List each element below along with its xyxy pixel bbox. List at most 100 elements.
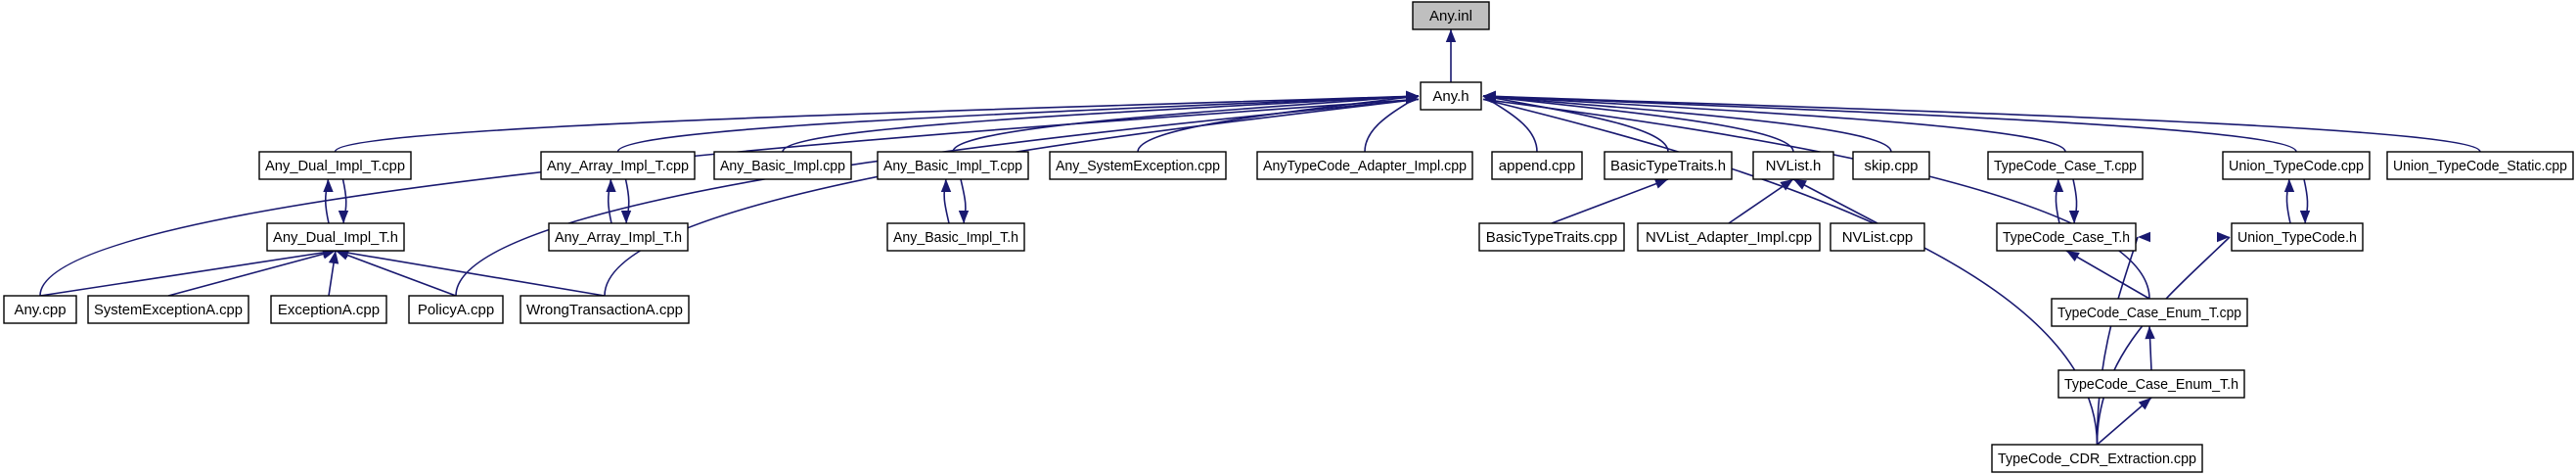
node-any_systemexception_cpp[interactable]: Any_SystemException.cpp [1049, 151, 1227, 180]
node-any_array_impl_t_h[interactable]: Any_Array_Impl_T.h [548, 222, 689, 252]
node-box-basictypetraits_h[interactable] [1604, 151, 1733, 180]
node-anytypecode_adapter_impl_cpp[interactable]: AnyTypeCode_Adapter_Impl.cpp [1256, 151, 1473, 180]
node-typecode_case_t_h[interactable]: TypeCode_Case_T.h [1996, 222, 2137, 252]
node-exceptiona_cpp[interactable]: ExceptionA.cpp [270, 295, 387, 324]
node-label-any_array_impl_t_h: Any_Array_Impl_T.h [555, 229, 682, 246]
node-box-any_h[interactable] [1420, 81, 1482, 111]
node-basictypetraits_h[interactable]: BasicTypeTraits.h [1604, 151, 1733, 180]
node-nvlist_cpp[interactable]: NVList.cpp [1830, 222, 1925, 252]
node-label-any_h: Any.h [1432, 88, 1469, 105]
node-any_array_impl_t_cpp[interactable]: Any_Array_Impl_T.cpp [540, 151, 696, 180]
edge-any_basic_impl_t_cpp-to-any_basic_impl_t_h-arrowhead [958, 211, 970, 223]
node-box-nvlist_adapter_impl_cpp[interactable] [1637, 222, 1821, 252]
node-box-append_cpp[interactable] [1491, 151, 1583, 180]
node-label-nvlist_h: NVList.h [1766, 158, 1822, 174]
edge-systemexceptiona_cpp-to-any_dual_impl_t_h-arrowhead [322, 249, 336, 260]
node-label-typecode_case_t_cpp: TypeCode_Case_T.cpp [1994, 158, 2137, 174]
node-append_cpp[interactable]: append.cpp [1491, 151, 1583, 180]
node-box-union_typecode_static_cpp[interactable] [2386, 151, 2574, 180]
node-box-wrongtransactiona_cpp[interactable] [520, 295, 690, 324]
node-any_cpp[interactable]: Any.cpp [3, 295, 77, 324]
node-label-systemexceptiona_cpp: SystemExceptionA.cpp [94, 302, 243, 318]
edge-nvlist_h-to-any_h [1482, 95, 1794, 153]
node-box-exceptiona_cpp[interactable] [270, 295, 387, 324]
node-box-anytypecode_adapter_impl_cpp[interactable] [1256, 151, 1473, 180]
node-box-any_array_impl_t_cpp[interactable] [540, 151, 696, 180]
edge-typecode_cdr_extraction_cpp-to-union_typecode_h-arrowhead [2217, 231, 2230, 243]
node-label-append_cpp: append.cpp [1499, 158, 1575, 174]
node-any_inl[interactable]: Any.inl [1412, 1, 1490, 30]
node-label-union_typecode_h: Union_TypeCode.h [2237, 229, 2357, 246]
edge-any_dual_impl_t_cpp-to-any_h [334, 95, 1420, 153]
node-any_basic_impl_cpp[interactable]: Any_Basic_Impl.cpp [713, 151, 852, 180]
edge-typecode_cdr_extraction_cpp-to-typecode_case_enum_t_h-arrowhead [2138, 398, 2151, 410]
node-box-any_dual_impl_t_h[interactable] [266, 222, 405, 252]
node-box-any_cpp[interactable] [3, 295, 77, 324]
node-label-any_basic_impl_t_h: Any_Basic_Impl_T.h [893, 229, 1018, 246]
node-box-union_typecode_cpp[interactable] [2222, 151, 2371, 180]
node-label-exceptiona_cpp: ExceptionA.cpp [278, 302, 380, 318]
edge-typecode_cdr_extraction_cpp-to-typecode_case_t_h [2096, 236, 2139, 446]
edge-typecode_case_t_cpp-to-any_h [1482, 95, 2066, 153]
node-label-typecode_case_enum_t_cpp: TypeCode_Case_Enum_T.cpp [2057, 305, 2241, 321]
node-box-basictypetraits_cpp[interactable] [1478, 222, 1625, 252]
node-wrongtransactiona_cpp[interactable]: WrongTransactionA.cpp [520, 295, 690, 324]
node-box-typecode_cdr_extraction_cpp[interactable] [1991, 444, 2203, 473]
node-box-any_dual_impl_t_cpp[interactable] [258, 151, 412, 180]
node-any_dual_impl_t_cpp[interactable]: Any_Dual_Impl_T.cpp [258, 151, 412, 180]
edge-typecode_cdr_extraction_cpp-to-union_typecode_h [2096, 236, 2231, 446]
node-label-nvlist_cpp: NVList.cpp [1842, 229, 1914, 246]
edge-any_basic_impl_t_h-to-any_basic_impl_t_cpp-arrowhead [940, 179, 952, 192]
node-label-any_basic_impl_cpp: Any_Basic_Impl.cpp [720, 158, 845, 174]
node-label-any_basic_impl_t_cpp: Any_Basic_Impl_T.cpp [883, 158, 1022, 174]
node-box-typecode_case_t_cpp[interactable] [1987, 151, 2144, 180]
node-policya_cpp[interactable]: PolicyA.cpp [408, 295, 504, 324]
edge-nvlist_cpp-to-nvlist_h-arrowhead [1793, 179, 1807, 190]
node-box-typecode_case_enum_t_cpp[interactable] [2051, 298, 2248, 327]
node-typecode_case_enum_t_cpp[interactable]: TypeCode_Case_Enum_T.cpp [2051, 298, 2248, 327]
node-typecode_case_enum_t_h[interactable]: TypeCode_Case_Enum_T.h [2057, 369, 2245, 399]
edge-union_typecode_cpp-to-any_h [1482, 95, 2297, 153]
node-label-any_inl: Any.inl [1429, 8, 1472, 24]
edge-typecode_cdr_extraction_cpp-to-typecode_case_t_h-arrowhead [2138, 231, 2150, 243]
node-box-any_systemexception_cpp[interactable] [1049, 151, 1227, 180]
node-box-typecode_case_enum_t_h[interactable] [2057, 369, 2245, 399]
node-any_basic_impl_t_h[interactable]: Any_Basic_Impl_T.h [886, 222, 1025, 252]
edge-any_array_impl_t_h-to-any_array_impl_t_cpp-arrowhead [606, 179, 616, 192]
node-union_typecode_static_cpp[interactable]: Union_TypeCode_Static.cpp [2386, 151, 2574, 180]
node-skip_cpp[interactable]: skip.cpp [1852, 151, 1930, 180]
node-typecode_case_t_cpp[interactable]: TypeCode_Case_T.cpp [1987, 151, 2144, 180]
node-union_typecode_cpp[interactable]: Union_TypeCode.cpp [2222, 151, 2371, 180]
node-box-union_typecode_h[interactable] [2231, 222, 2364, 252]
node-any_basic_impl_t_cpp[interactable]: Any_Basic_Impl_T.cpp [877, 151, 1029, 180]
node-box-systemexceptiona_cpp[interactable] [87, 295, 249, 324]
node-nvlist_adapter_impl_cpp[interactable]: NVList_Adapter_Impl.cpp [1637, 222, 1821, 252]
node-box-any_basic_impl_cpp[interactable] [713, 151, 852, 180]
node-label-policya_cpp: PolicyA.cpp [418, 302, 494, 318]
node-any_h[interactable]: Any.h [1420, 81, 1482, 111]
node-box-nvlist_cpp[interactable] [1830, 222, 1925, 252]
node-any_dual_impl_t_h[interactable]: Any_Dual_Impl_T.h [266, 222, 405, 252]
node-label-any_dual_impl_t_cpp: Any_Dual_Impl_T.cpp [265, 158, 405, 174]
node-label-wrongtransactiona_cpp: WrongTransactionA.cpp [526, 302, 683, 318]
edge-typecode_case_enum_t_cpp-to-typecode_case_t_h-arrowhead [2066, 251, 2080, 261]
node-box-nvlist_h[interactable] [1752, 151, 1834, 180]
edge-nvlist_adapter_impl_cpp-to-nvlist_h [1728, 178, 1794, 224]
node-nvlist_h[interactable]: NVList.h [1752, 151, 1834, 180]
node-box-any_basic_impl_t_h[interactable] [886, 222, 1025, 252]
node-box-any_array_impl_t_h[interactable] [548, 222, 689, 252]
node-typecode_cdr_extraction_cpp[interactable]: TypeCode_CDR_Extraction.cpp [1991, 444, 2203, 473]
edge-policya_cpp-to-any_dual_impl_t_h [335, 250, 457, 297]
node-box-typecode_case_t_h[interactable] [1996, 222, 2137, 252]
node-systemexceptiona_cpp[interactable]: SystemExceptionA.cpp [87, 295, 249, 324]
node-box-policya_cpp[interactable] [408, 295, 504, 324]
node-box-any_inl[interactable] [1412, 1, 1490, 30]
edge-union_typecode_h-to-union_typecode_cpp-arrowhead [2283, 179, 2295, 192]
node-union_typecode_h[interactable]: Union_TypeCode.h [2231, 222, 2364, 252]
node-box-skip_cpp[interactable] [1852, 151, 1930, 180]
node-basictypetraits_cpp[interactable]: BasicTypeTraits.cpp [1478, 222, 1625, 252]
edge-union_typecode_cpp-to-union_typecode_h-arrowhead [2299, 211, 2311, 223]
edge-systemexceptiona_cpp-to-any_dual_impl_t_h [167, 250, 337, 297]
node-box-any_basic_impl_t_cpp[interactable] [877, 151, 1029, 180]
